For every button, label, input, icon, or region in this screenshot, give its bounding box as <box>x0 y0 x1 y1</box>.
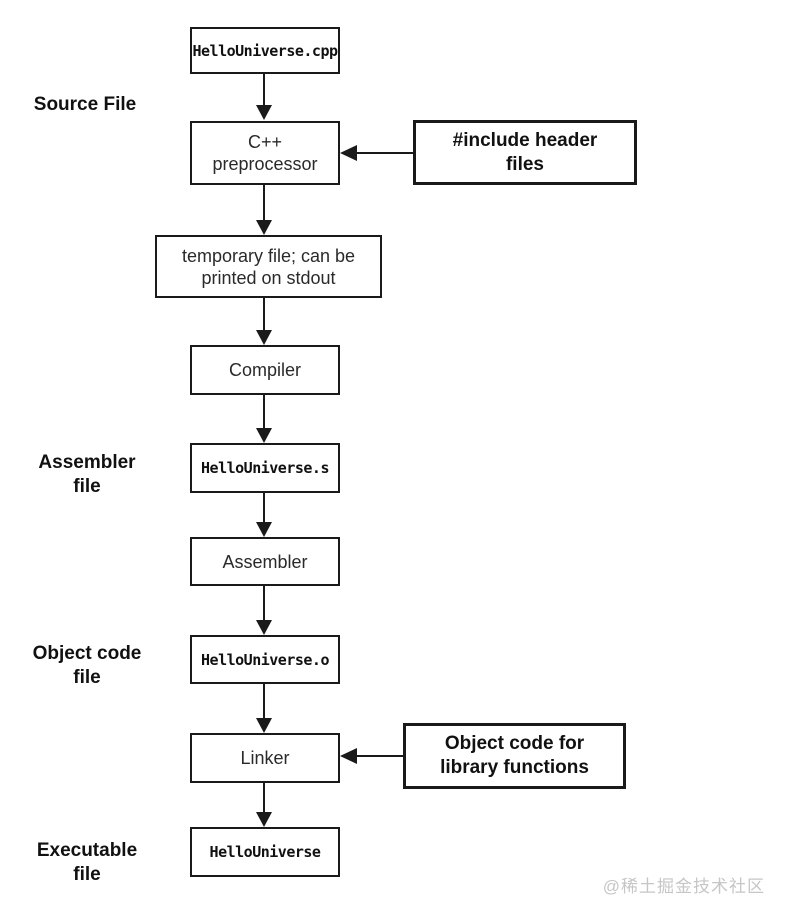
node-source-file: HelloUniverse.cpp <box>190 27 340 74</box>
stage-label-assembler-file: Assembler file <box>38 452 136 497</box>
stage-label-object-code-file: Object code file <box>32 643 142 688</box>
node-executable: HelloUniverse <box>190 827 340 877</box>
node-library-object-code: Object code for library functions <box>403 723 626 789</box>
node-assembly-file: HelloUniverse.s <box>190 443 340 493</box>
stage-label-executable-file: Executable file <box>36 840 138 885</box>
node-linker: Linker <box>190 733 340 783</box>
node-compiler: Compiler <box>190 345 340 395</box>
stage-label-source-file: Source File <box>33 94 137 115</box>
watermark-text: @稀土掘金技术社区 <box>602 877 765 896</box>
node-temporary-file: temporary file; can be printed on stdout <box>155 235 382 298</box>
node-include-headers: #include header files <box>413 120 637 185</box>
node-object-file: HelloUniverse.o <box>190 635 340 684</box>
node-assembler: Assembler <box>190 537 340 586</box>
node-preprocessor: C++ preprocessor <box>190 121 340 185</box>
